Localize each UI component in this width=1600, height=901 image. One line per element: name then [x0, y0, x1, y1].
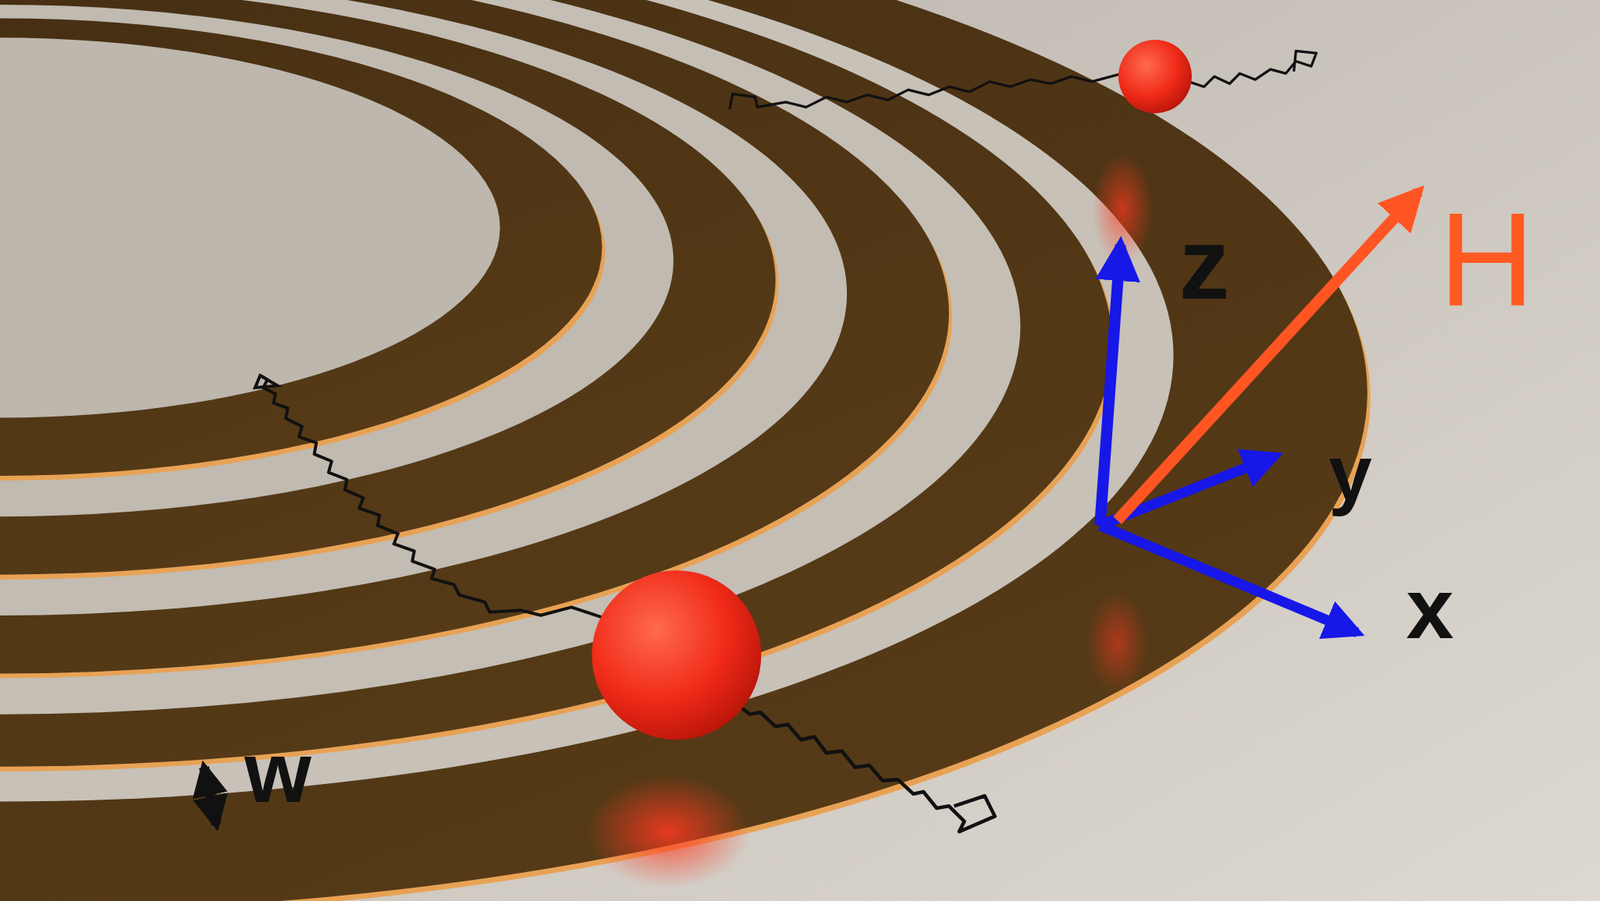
dimension-label: w — [244, 729, 312, 816]
axis-label: x — [1405, 565, 1454, 652]
axis-label: y — [1328, 433, 1373, 512]
field-label: H — [1439, 193, 1536, 327]
axis-label: z — [1179, 213, 1231, 315]
